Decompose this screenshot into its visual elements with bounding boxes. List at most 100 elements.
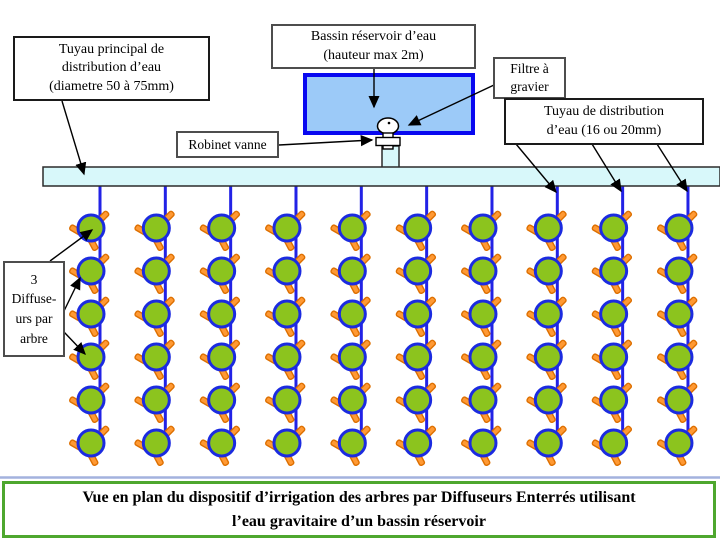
tree <box>134 382 175 424</box>
tree-circle <box>533 213 563 243</box>
tree-circle <box>272 342 302 372</box>
tree-circle <box>599 385 629 415</box>
tree <box>656 425 698 467</box>
tree <box>395 210 437 252</box>
tree-circle <box>141 342 171 372</box>
tree-circle <box>76 385 106 415</box>
tree-circle <box>272 299 302 329</box>
tree-circle <box>468 428 498 458</box>
tree-circle <box>76 342 106 372</box>
tree-circle <box>599 428 629 458</box>
tree <box>526 339 567 381</box>
tree-circle <box>533 342 563 372</box>
diffusers-label: 3 Diffuse- urs par arbre <box>3 261 65 357</box>
tree-circle <box>403 342 433 372</box>
tree-circle <box>337 299 367 329</box>
arrow-main-pipe <box>61 100 87 176</box>
tree <box>461 339 502 381</box>
tree <box>330 210 371 252</box>
tree <box>591 425 633 467</box>
tree <box>591 253 633 295</box>
tree <box>591 339 633 381</box>
tree-circle <box>533 299 563 329</box>
tree <box>656 253 698 295</box>
tree-circle <box>599 342 629 372</box>
gravel-filter-icon <box>376 117 400 135</box>
arrow-diffuser-3 <box>63 331 86 356</box>
tree-circle <box>664 428 694 458</box>
tree <box>395 253 437 295</box>
tree <box>134 253 175 295</box>
tree-circle <box>664 256 694 286</box>
arrow-dist-pipe-1 <box>515 143 557 194</box>
tree-circle <box>533 385 563 415</box>
tree <box>134 210 175 252</box>
tree <box>265 296 306 338</box>
tree-circle <box>468 213 498 243</box>
tree <box>134 296 175 338</box>
slide-caption: Vue en plan du dispositif d’irrigation d… <box>2 481 716 538</box>
tree-circle <box>337 428 367 458</box>
tree-circle <box>207 299 237 329</box>
tree-circle <box>337 385 367 415</box>
tree <box>330 382 371 424</box>
tree <box>69 253 110 295</box>
tree-circle <box>664 299 694 329</box>
tree <box>656 296 698 338</box>
tree-circle <box>207 428 237 458</box>
tree-circle <box>141 299 171 329</box>
tree <box>526 210 567 252</box>
tree-circle <box>141 213 171 243</box>
tree-circle <box>468 342 498 372</box>
tree-circle <box>664 342 694 372</box>
tree-circle <box>403 213 433 243</box>
arrow-filter <box>407 84 495 126</box>
tree-circle <box>207 256 237 286</box>
arrow-dist-pipe-3 <box>656 143 688 193</box>
tree-circle <box>468 299 498 329</box>
tree <box>330 296 371 338</box>
arrow-diffuser-1 <box>49 229 94 262</box>
tree <box>395 296 437 338</box>
tree <box>265 339 306 381</box>
tree <box>656 382 698 424</box>
tree-circle <box>76 299 106 329</box>
tree <box>461 425 502 467</box>
main-pipe-label: Tuyau principal de distribution d’eau (d… <box>13 36 210 101</box>
tree-circle <box>272 385 302 415</box>
tree <box>591 296 633 338</box>
tree <box>134 425 175 467</box>
tree-circle <box>337 213 367 243</box>
tree <box>265 425 306 467</box>
tree <box>265 253 306 295</box>
orchard-grid <box>69 186 698 467</box>
tree <box>526 296 567 338</box>
tree-circle <box>403 385 433 415</box>
tree <box>69 210 110 252</box>
tree-circle <box>207 342 237 372</box>
tree-circle <box>141 385 171 415</box>
valve-label: Robinet vanne <box>176 131 279 158</box>
tree-circle <box>76 256 106 286</box>
main-pipe <box>42 166 720 187</box>
tree <box>461 382 502 424</box>
tree <box>199 339 241 381</box>
tree-circle <box>76 428 106 458</box>
tree-circle <box>337 256 367 286</box>
gravel-filter-label: Filtre à gravier <box>493 57 566 99</box>
tree-circle <box>403 256 433 286</box>
arrow-dist-pipe-2 <box>591 143 622 193</box>
tree-circle <box>599 213 629 243</box>
tree <box>461 296 502 338</box>
tree <box>461 210 502 252</box>
tree-circle <box>403 299 433 329</box>
tree <box>330 339 371 381</box>
tree <box>330 253 371 295</box>
tree <box>656 339 698 381</box>
tree-circle <box>272 428 302 458</box>
tree <box>199 253 241 295</box>
tree-circle <box>141 256 171 286</box>
tree-circle <box>207 385 237 415</box>
